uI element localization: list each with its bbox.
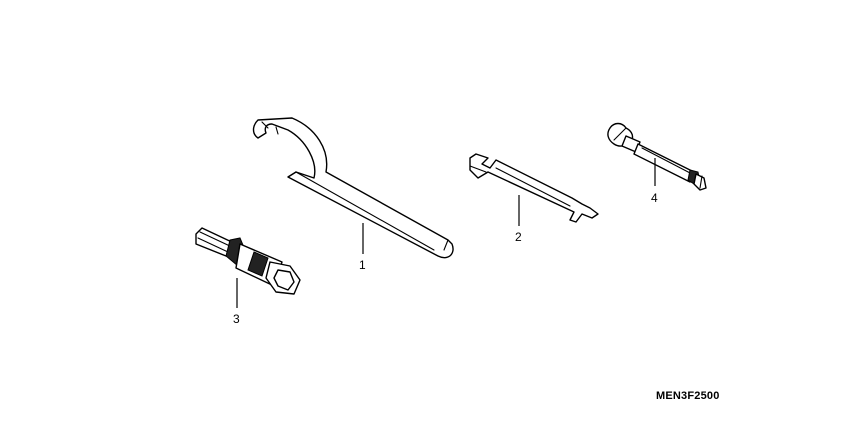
callout-4: 4 [651,191,658,205]
screwdriver-icon [607,122,707,191]
callout-1: 1 [359,258,366,272]
open-end-wrench-icon [469,153,599,223]
pin-spanner-wrench-icon [252,117,454,259]
callout-2: 2 [515,230,522,244]
drawing-code: MEN3F2500 [656,390,720,402]
socket-wrench-icon [195,227,301,295]
callout-3: 3 [233,312,240,326]
